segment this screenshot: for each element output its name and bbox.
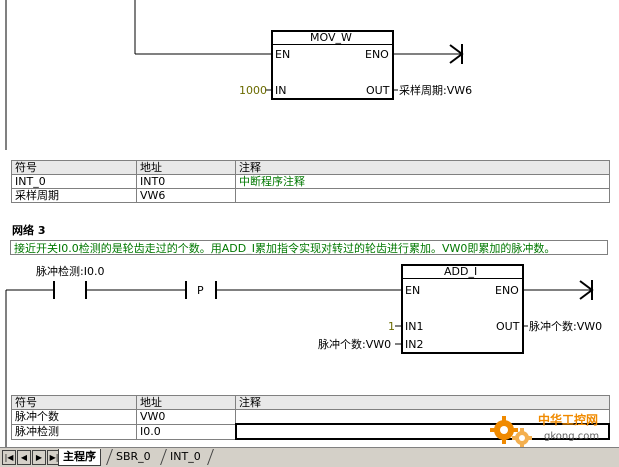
- cell-address[interactable]: VW6: [136, 188, 236, 203]
- add-i-in1-pin: IN1: [405, 320, 424, 333]
- mov-w-block-name: MOV_W: [310, 31, 352, 44]
- mov-w-out-operand[interactable]: 采样周期:VW6: [399, 84, 473, 97]
- add-i-block[interactable]: [401, 264, 524, 354]
- add-i-eno-pin: ENO: [495, 284, 519, 297]
- first-tab-button[interactable]: |◀: [2, 450, 16, 465]
- add-i-out-pin: OUT: [496, 320, 520, 333]
- header-address: 地址: [136, 160, 236, 175]
- network-3-title[interactable]: 网络 3: [12, 224, 46, 237]
- watermark-title: 中华工控网: [538, 413, 599, 427]
- table-row[interactable]: INT_0 INT0 中断程序注释: [11, 174, 610, 189]
- cell-symbol[interactable]: 脉冲个数: [11, 409, 137, 425]
- add-i-in2-pin: IN2: [405, 338, 424, 351]
- mov-w-block-title-line: [273, 44, 392, 45]
- contact-label[interactable]: 脉冲检测:I0.0: [36, 265, 105, 278]
- mov-w-out-pin: OUT: [366, 84, 390, 97]
- header-address: 地址: [136, 395, 236, 410]
- header-symbol: 符号: [11, 395, 137, 410]
- tab-sbr-0[interactable]: SBR_0: [116, 450, 151, 463]
- tab-separator: [207, 449, 214, 465]
- header-symbol: 符号: [11, 160, 137, 175]
- add-i-out-operand[interactable]: 脉冲个数:VW0: [529, 320, 603, 333]
- normally-open-contact[interactable]: [52, 279, 88, 301]
- cell-comment[interactable]: 中断程序注释: [235, 174, 610, 189]
- add-i-block-title-line: [403, 278, 522, 279]
- gear-icon: [490, 416, 532, 448]
- cell-address[interactable]: I0.0: [136, 423, 236, 440]
- prev-tab-button[interactable]: ◀: [17, 450, 31, 465]
- tab-main-program[interactable]: 主程序: [58, 449, 101, 466]
- symbol-table-header: 符号 地址 注释: [11, 160, 610, 175]
- watermark-url: gkong.com: [544, 431, 600, 442]
- cell-symbol[interactable]: 采样周期: [11, 188, 137, 203]
- gkong-watermark: 中华工控网 gkong.com: [484, 408, 614, 450]
- cell-comment[interactable]: [235, 188, 610, 203]
- add-i-in2-operand[interactable]: 脉冲个数:VW0: [318, 338, 392, 351]
- mov-w-in-value[interactable]: 1000: [239, 84, 267, 97]
- add-i-block-name: ADD_I: [444, 265, 478, 278]
- cell-symbol[interactable]: INT_0: [11, 174, 137, 189]
- cell-address[interactable]: INT0: [136, 174, 236, 189]
- tab-int-0[interactable]: INT_0: [170, 450, 201, 463]
- add-i-in1-value[interactable]: 1: [388, 320, 395, 333]
- network-3-comment[interactable]: 接近开关I0.0检测的是轮齿走过的个数。用ADD_I累加指令实现对转过的轮齿进行…: [10, 240, 608, 255]
- table-row[interactable]: 采样周期 VW6: [11, 188, 610, 203]
- positive-edge-contact[interactable]: [184, 279, 218, 301]
- symbol-table-header: 符号 地址 注释: [11, 395, 610, 410]
- mov-w-block[interactable]: [271, 30, 394, 100]
- program-tab-bar: |◀ ◀ ▶ ▶| 主程序 SBR_0 INT_0: [0, 447, 619, 467]
- positive-edge-label: P: [197, 284, 204, 297]
- mov-w-in-pin: IN: [275, 84, 287, 97]
- cell-address[interactable]: VW0: [136, 409, 236, 425]
- header-comment: 注释: [235, 160, 610, 175]
- ladder-diagram: [5, 0, 594, 447]
- cell-symbol[interactable]: 脉冲检测: [11, 423, 137, 440]
- next-tab-button[interactable]: ▶: [32, 450, 46, 465]
- symbol-table-1: 符号 地址 注释 INT_0 INT0 中断程序注释 采样周期 VW6: [11, 160, 610, 203]
- mov-w-en-pin: EN: [275, 48, 291, 61]
- header-comment: 注释: [235, 395, 610, 410]
- add-i-en-pin: EN: [405, 284, 421, 297]
- mov-w-eno-pin: ENO: [365, 48, 389, 61]
